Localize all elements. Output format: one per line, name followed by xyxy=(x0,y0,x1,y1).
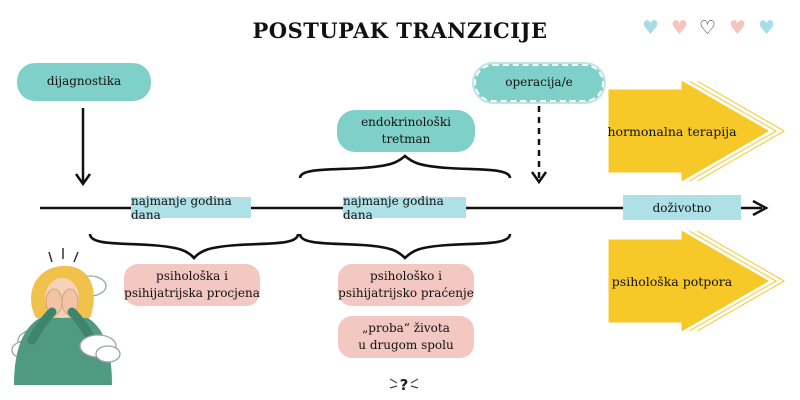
timeline-arrowhead-icon xyxy=(752,199,769,217)
page-title: POSTUPAK TRANZICIJE xyxy=(252,18,548,43)
monitoring-box: psihološko i psihijatrijsko praćenje xyxy=(338,264,474,306)
hormonal-therapy-label: hormonalna terapija xyxy=(607,123,737,139)
timeline-label-first: najmanje godina dana xyxy=(131,194,251,222)
timeline-label-second: najmanje godina dana xyxy=(343,194,466,222)
assessment-brace xyxy=(88,233,300,260)
trial-line-1: „proba“ života xyxy=(362,320,450,335)
psychological-arrow-shape xyxy=(605,225,792,337)
stressed-person-illustration xyxy=(11,248,121,385)
heart-blue-icon: ♥ xyxy=(642,17,660,39)
assessment-line-1: psihološka i xyxy=(156,268,228,283)
trial-life-box: „proba“ života u drugom spolu xyxy=(338,316,474,358)
hormonal-arrow-shape xyxy=(605,75,792,187)
diagnostics-arrowhead-icon xyxy=(74,173,92,187)
monitoring-line-2: psihijatrijsko praćenje xyxy=(338,286,474,300)
heart-blue-icon: ♥ xyxy=(758,17,776,39)
monitoring-line-1: psihološko i xyxy=(370,268,442,283)
question-mark-icon: ? xyxy=(389,376,419,394)
monitoring-brace xyxy=(298,233,512,260)
endocrine-brace xyxy=(298,154,512,179)
question-mark-text: ? xyxy=(400,376,409,394)
diagnostics-box: dijagnostika xyxy=(17,63,151,101)
heart-pink-icon: ♥ xyxy=(729,17,747,39)
surgery-box: operacija/e xyxy=(472,62,606,104)
trial-line-2: u drugom spolu xyxy=(358,338,454,352)
assessment-line-2: psihijatrijska procjena xyxy=(124,286,260,300)
psychological-support-label: psihološka potpora xyxy=(611,273,733,289)
surgery-arrowhead-icon xyxy=(530,171,548,185)
endocrine-treatment-box: endokrinološki tretman xyxy=(337,110,475,152)
timeline-label-lifelong: doživotno xyxy=(623,195,741,220)
heart-pink-icon: ♥ xyxy=(671,17,689,39)
assessment-box: psihološka i psihijatrijska procjena xyxy=(124,264,260,306)
heart-outline-icon: ♡ xyxy=(699,17,717,39)
